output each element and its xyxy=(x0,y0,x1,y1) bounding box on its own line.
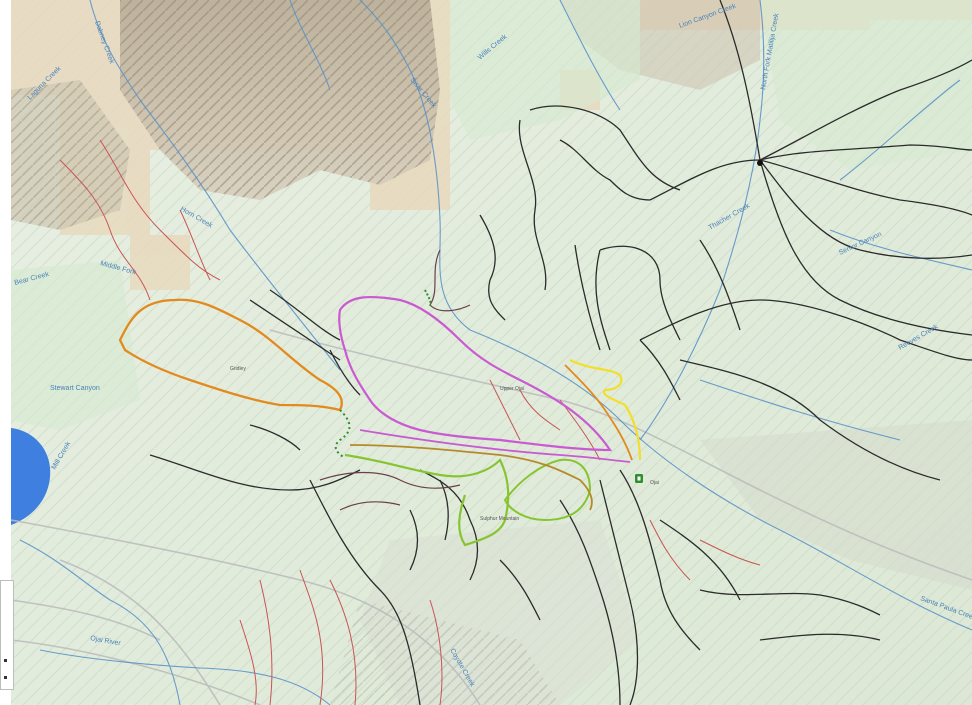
trailhead-icon[interactable] xyxy=(635,474,643,483)
left-margin xyxy=(0,0,11,705)
trail-green-spur xyxy=(424,289,432,307)
trail-olive xyxy=(349,444,593,511)
label-upper-ojai: Upper Ojai xyxy=(500,386,524,392)
panel-tick-upper xyxy=(4,659,7,662)
forest-areas xyxy=(11,0,972,430)
mountain-relief xyxy=(11,0,972,705)
roads xyxy=(10,329,972,705)
trail-orange-loop xyxy=(118,298,343,412)
junction-dot-icon[interactable] xyxy=(757,160,763,166)
label-stewart-creek: Stewart Canyon xyxy=(50,385,100,392)
trail-orange-east xyxy=(564,364,633,461)
label-gridley: Gridley xyxy=(230,366,246,372)
lake xyxy=(11,428,51,525)
panel-tick-lower xyxy=(4,676,7,679)
trail-yellow xyxy=(569,359,642,461)
label-sulphur-mtn: Sulphur Mountain xyxy=(480,516,519,522)
map-side-panel[interactable] xyxy=(0,580,14,690)
trail-green-loop xyxy=(503,458,592,522)
trail-magenta-loop xyxy=(338,295,613,452)
trail-green-main xyxy=(344,453,510,547)
rivers xyxy=(19,0,972,705)
trail-green-dotted xyxy=(334,409,351,459)
trail-magenta-lower xyxy=(359,429,631,463)
minor-trails-red xyxy=(59,139,761,705)
label-valley: Ojai xyxy=(650,480,659,486)
trails-black xyxy=(149,0,972,705)
